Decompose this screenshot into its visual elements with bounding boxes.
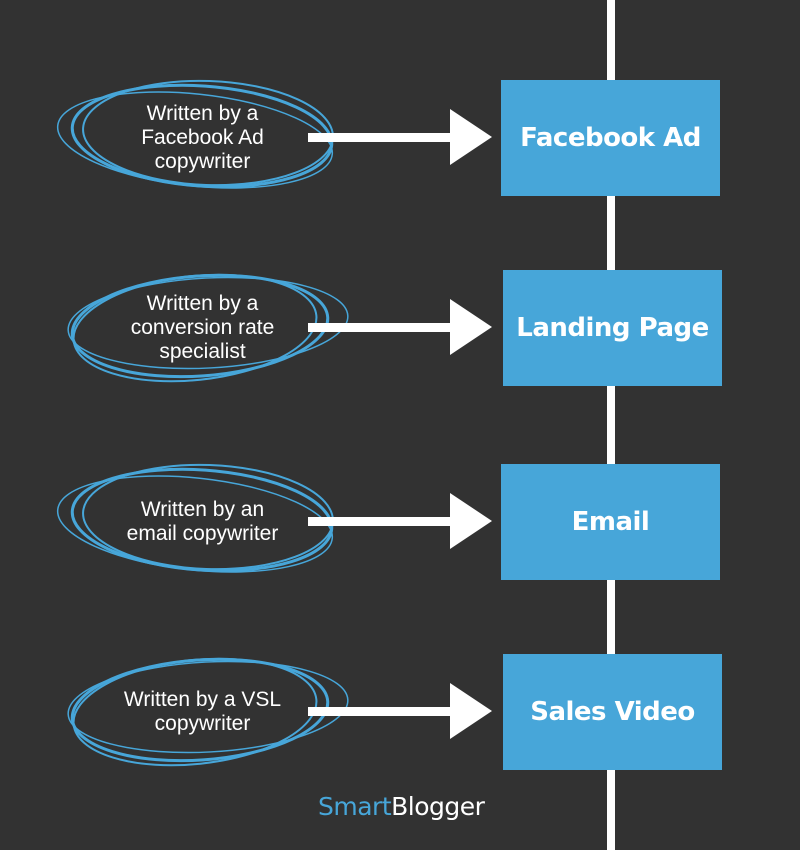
- writer-note-line: Written by a: [146, 292, 259, 315]
- channel-box-email: Email: [501, 464, 720, 580]
- arrow-right-icon: [450, 683, 492, 739]
- writer-note-line: Written by an: [140, 498, 265, 521]
- channel-box-facebook-ad: Facebook Ad: [501, 80, 720, 196]
- writer-note-line: conversion rate: [130, 316, 275, 339]
- funnel-row-sales-video: Written by a VSL copywriter Sales Video: [0, 652, 800, 772]
- channel-box-landing-page: Landing Page: [503, 270, 722, 386]
- arrow-shaft: [308, 323, 458, 332]
- writer-note-line: copywriter: [154, 712, 251, 735]
- funnel-timeline-line: [607, 0, 615, 850]
- writer-note: Written by a Facebook Ad copywriter: [95, 102, 310, 174]
- hand-drawn-ellipse-icon: [56, 79, 334, 189]
- writer-note-line: email copywriter: [126, 522, 279, 545]
- writer-note: Written by a conversion rate specialist: [95, 292, 310, 364]
- arrow-shaft: [308, 707, 458, 716]
- arrow-right-icon: [450, 493, 492, 549]
- funnel-row-landing-page: Written by a conversion rate specialist …: [0, 268, 800, 388]
- brand-logo-part1: Smart: [318, 792, 392, 821]
- writer-note-line: copywriter: [154, 150, 251, 173]
- channel-box-sales-video: Sales Video: [503, 654, 722, 770]
- hand-drawn-ellipse-icon: [67, 657, 349, 767]
- writer-note-line: Written by a VSL: [123, 688, 282, 711]
- arrow-shaft: [308, 133, 458, 142]
- writer-note-line: specialist: [159, 340, 246, 363]
- brand-logo: SmartBlogger: [318, 792, 485, 821]
- hand-drawn-ellipse-icon: [67, 273, 349, 383]
- writer-note: Written by a VSL copywriter: [95, 688, 310, 736]
- arrow-right-icon: [450, 109, 492, 165]
- brand-logo-part2: Blogger: [391, 792, 485, 821]
- arrow-shaft: [308, 517, 458, 526]
- hand-drawn-ellipse-icon: [56, 463, 334, 573]
- funnel-row-facebook-ad: Written by a Facebook Ad copywriter Face…: [0, 78, 800, 198]
- writer-note-line: Written by a: [146, 102, 259, 125]
- arrow-right-icon: [450, 299, 492, 355]
- funnel-row-email: Written by an email copywriter Email: [0, 462, 800, 582]
- writer-note-line: Facebook Ad: [141, 126, 264, 149]
- writer-note: Written by an email copywriter: [95, 498, 310, 546]
